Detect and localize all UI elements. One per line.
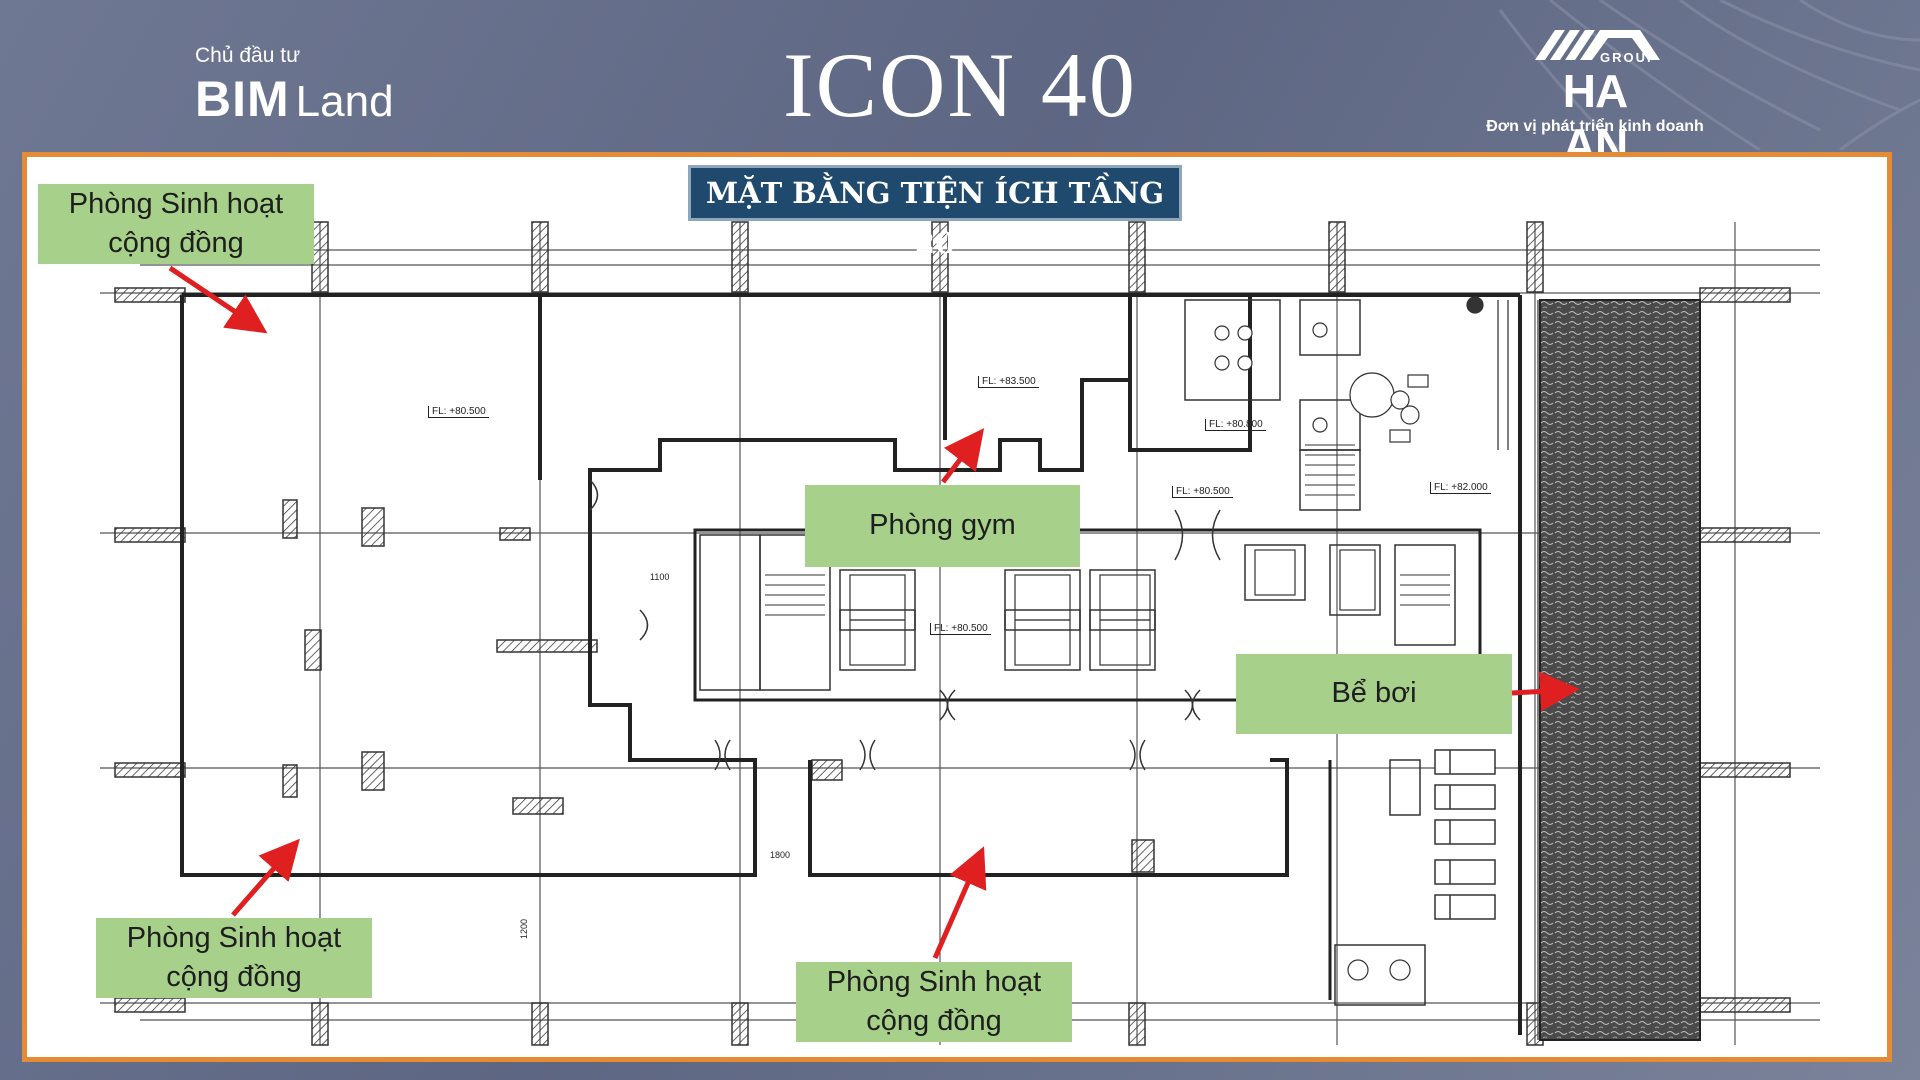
floor-level-2: FL: +83.500 (978, 376, 1039, 388)
stairs (765, 444, 1450, 616)
walls (180, 293, 1522, 1035)
callout-community-room-bottom-center: Phòng Sinh hoạt cộng đồng (796, 962, 1072, 1042)
callout-gym: Phòng gym (805, 485, 1080, 567)
pool-deck (1497, 300, 1539, 1040)
plan-title: MẶT BẰNG TIỆN ÍCH TẦNG 20 (688, 165, 1182, 260)
dimension-3: 1200 (519, 918, 530, 940)
callout-community-room-top-left: Phòng Sinh hoạt cộng đồng (38, 184, 314, 264)
floor-level-4: FL: +80.500 (1172, 486, 1233, 498)
dimension-1: 1100 (650, 572, 670, 582)
investor-logo-light: Land (295, 77, 394, 126)
doors (589, 479, 1221, 771)
structural-columns (114, 221, 1791, 1046)
pool-water (1539, 299, 1701, 1041)
floor-level-6: FL: +80.500 (930, 623, 991, 635)
elevators (849, 549, 1376, 666)
dimension-2: 1800 (770, 850, 791, 860)
sanitary-fixtures (1214, 296, 1484, 981)
callout-community-room-bottom-left: Phòng Sinh hoạt cộng đồng (96, 918, 372, 998)
project-title: ICON 40 (783, 34, 1137, 136)
callout-pool: Bể bơi (1236, 654, 1512, 734)
developer-caption: Đơn vị phát triển kinh doanh (1486, 118, 1704, 135)
floor-level-5: FL: +82.000 (1430, 482, 1491, 494)
roof-icon (1535, 30, 1660, 60)
developer-group: GROUP (1600, 50, 1658, 65)
partitions (699, 299, 1456, 1006)
investor-caption: Chủ đầu tư (195, 44, 301, 67)
sun-loungers (1434, 749, 1496, 920)
investor-logo-bold: BIM (195, 71, 290, 127)
floor-level-3: FL: +80.800 (1205, 419, 1266, 431)
floor-level-1: FL: +80.500 (428, 406, 489, 418)
